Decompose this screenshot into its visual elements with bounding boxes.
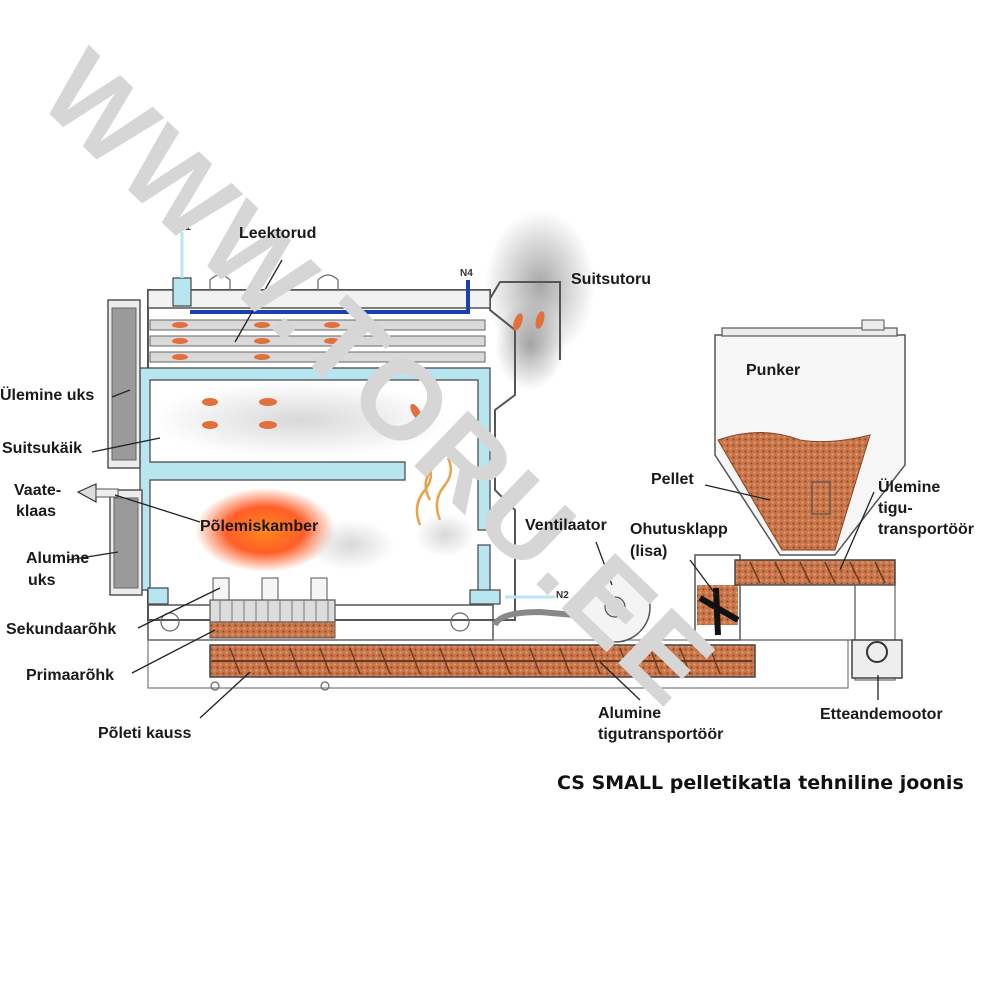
safety-flap-rotor (698, 587, 740, 636)
flame-tube-arrows (172, 322, 340, 360)
sight-glass-tube (95, 488, 119, 498)
label-ohutusklapp-1: Ohutusklapp (630, 521, 728, 538)
flame-tube-3 (149, 351, 486, 363)
water-jacket-bottom-right (469, 589, 501, 605)
upper-conveyor-leg (854, 584, 896, 681)
n4-label: N4 (460, 268, 473, 279)
label-ulemine-tigu-2: tigu- (878, 500, 913, 517)
lifting-hook-right (317, 274, 339, 290)
top-plate (147, 289, 491, 309)
label-alumine-tigu-2: tigutransportöör (598, 726, 723, 743)
n4-water-pipe (190, 280, 470, 314)
label-ulemine-tigu-1: Ülemine (878, 477, 940, 496)
label-vaateklaas-2: klaas (16, 503, 56, 520)
lower-screw-flights (229, 647, 721, 675)
label-pellet: Pellet (651, 471, 694, 488)
n1-nozzle (172, 277, 192, 307)
flame-tube-2 (149, 335, 486, 347)
boiler-body: N1 N4 (129, 210, 595, 621)
label-alumine-tigu-1: Alumine (598, 705, 661, 722)
hopper-window (811, 481, 831, 515)
doors (76, 299, 143, 596)
smoke-outlet-arrows (513, 311, 545, 331)
hopper-lid (721, 327, 898, 337)
water-jacket-bottom-left (147, 587, 169, 605)
label-punker: Punker (746, 362, 800, 379)
n1-label: N1 (178, 222, 191, 233)
label-alumine-uks-2: uks (28, 572, 56, 589)
upper-screw-conveyor (734, 559, 896, 586)
roller-right (450, 612, 470, 632)
smoke-outlet (484, 281, 561, 360)
lifting-hook-left (209, 274, 231, 290)
label-etteandemootor: Etteandemootor (820, 706, 943, 723)
label-ventilaator: Ventilaator (525, 517, 607, 534)
fan: N2 (492, 571, 651, 643)
label-suitsutoru: Suitsutoru (571, 271, 651, 288)
label-ulemine-uks: Ülemine uks (0, 385, 94, 404)
combustion-smoke (305, 520, 395, 570)
upper-door-panel (111, 307, 137, 461)
hopper-cap (861, 319, 885, 331)
n2-label: N2 (556, 590, 569, 601)
flame-tube-1 (149, 319, 486, 331)
label-poleti-kauss: Põleti kauss (98, 725, 191, 742)
label-sekundaarohk: Sekundaarõhk (6, 621, 116, 638)
fan-hub (604, 596, 626, 618)
smoke-plume-lower (495, 300, 565, 390)
smoke-passage-haze (150, 382, 450, 458)
label-suitsukaik: Suitsukäik (2, 440, 82, 457)
feed-system (694, 319, 906, 681)
label-leektorud: Leektorud (239, 225, 316, 242)
secondary-air-nozzles (212, 577, 328, 601)
sight-glass (76, 483, 97, 504)
label-polemiskamber: Põlemiskamber (200, 518, 318, 535)
label-alumine-uks-1: Alumine (26, 550, 89, 567)
grate-bars (219, 600, 329, 622)
label-ohutusklapp-2: (lisa) (630, 543, 667, 560)
leader-lines (67, 259, 879, 719)
label-primaarohk: Primaarõhk (26, 667, 114, 684)
labels: Leektorud Suitsutoru Punker Ülemine uks … (0, 225, 974, 743)
fan-air-duct (492, 608, 611, 627)
upper-conveyor-frame (739, 584, 856, 641)
lower-door-panel (113, 497, 139, 589)
hopper-pellets (717, 432, 871, 551)
feed-motor (851, 639, 903, 679)
base-bolt-1 (210, 681, 220, 691)
combustion-smoke-2 (415, 513, 475, 557)
burner-bowl (209, 621, 336, 639)
base-bolt-2 (320, 681, 330, 691)
rising-flames (415, 457, 453, 526)
label-vaateklaas-1: Vaate- (14, 482, 61, 499)
upper-screw-flights (749, 561, 886, 584)
drawing-title: CS SMALL pelletikatla tehniline joonis (557, 772, 964, 794)
label-ulemine-tigu-3: transportöör (878, 521, 974, 538)
feed-motor-gear (866, 641, 888, 663)
combustion-flame (195, 488, 335, 572)
